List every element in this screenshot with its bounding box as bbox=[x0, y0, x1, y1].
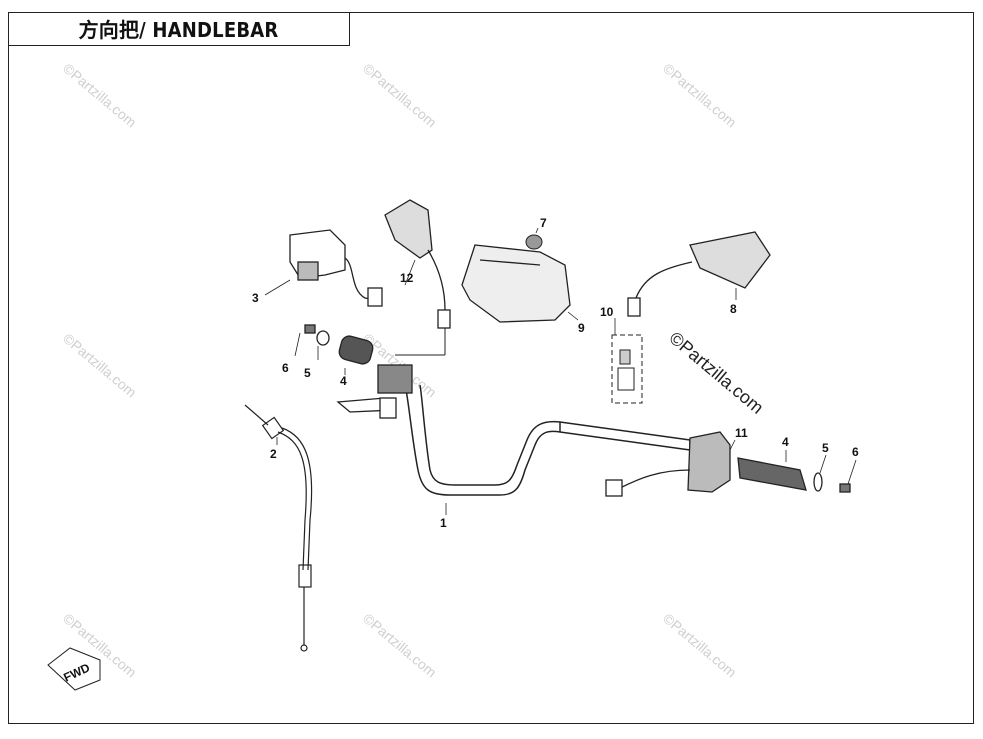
right-grip-parts bbox=[737, 457, 851, 493]
nut-part bbox=[525, 234, 543, 250]
callout-12: 12 bbox=[400, 271, 414, 285]
throttle-cable bbox=[244, 404, 313, 652]
title-box: 方向把/ HANDLEBAR bbox=[8, 12, 350, 46]
callout-6-left: 6 bbox=[282, 361, 289, 375]
diagram-frame bbox=[8, 12, 974, 724]
switch-part-box bbox=[611, 334, 643, 404]
handlebar-tube bbox=[404, 384, 691, 496]
copyright-text: ©Partzilla.com bbox=[665, 328, 767, 418]
left-mirror bbox=[384, 199, 451, 329]
left-grip-parts bbox=[304, 324, 374, 365]
right-switch-housing bbox=[605, 431, 731, 497]
watermark-3: ©Partzilla.com bbox=[660, 60, 740, 130]
watermark-1: ©Partzilla.com bbox=[60, 60, 140, 130]
handlebar-cover bbox=[461, 244, 571, 323]
callout-10: 10 bbox=[600, 305, 614, 319]
callouts: 1 2 3 4 5 6 7 8 9 10 11 12 4 5 6 bbox=[252, 216, 859, 530]
callout-11: 11 bbox=[735, 426, 748, 440]
callout-9: 9 bbox=[578, 321, 585, 335]
watermark-2: ©Partzilla.com bbox=[360, 60, 440, 130]
callout-3: 3 bbox=[252, 291, 259, 305]
callout-5-right: 5 bbox=[822, 441, 829, 455]
callout-4-left: 4 bbox=[340, 374, 347, 388]
left-switch-assembly bbox=[289, 229, 383, 307]
watermark-4: ©Partzilla.com bbox=[60, 330, 140, 400]
left-throttle-housing bbox=[336, 310, 446, 419]
fwd-arrow: FWD bbox=[47, 647, 101, 691]
diagram-title: 方向把/ HANDLEBAR bbox=[78, 18, 279, 42]
callout-7: 7 bbox=[540, 216, 547, 230]
callout-6-right: 6 bbox=[852, 445, 859, 459]
right-mirror bbox=[627, 231, 771, 317]
watermark-8: ©Partzilla.com bbox=[660, 610, 740, 680]
callout-5-left: 5 bbox=[304, 366, 311, 380]
callout-1: 1 bbox=[440, 516, 447, 530]
callout-2: 2 bbox=[270, 447, 277, 461]
callout-4-right: 4 bbox=[782, 435, 789, 449]
callout-8: 8 bbox=[730, 302, 737, 316]
watermark-7: ©Partzilla.com bbox=[360, 610, 440, 680]
